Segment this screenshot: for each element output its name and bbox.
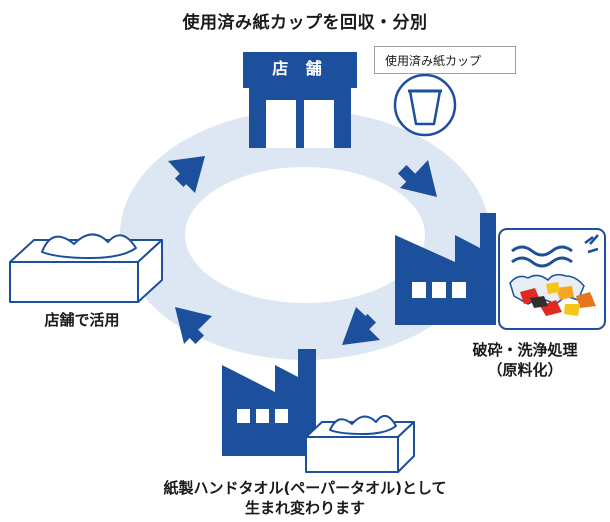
crush-stage-line2: （原料化） [487,361,563,379]
towel-stage-line1: 紙製ハンドタオル(ペーパータオル)として [163,479,447,497]
cup-icon [393,73,457,137]
crushed-paper-icon [498,228,606,330]
factory-icon [395,213,496,325]
reuse-stage-label: 店舗で活用 [12,310,152,330]
towel-stage-label: 紙製ハンドタオル(ペーパータオル)として 生まれ変わります [110,478,500,518]
reuse-stage-line1: 店舗で活用 [44,311,120,329]
store-icon [243,52,357,148]
diagram-title: 使用済み紙カップを回収・分別 [182,13,428,33]
store-sign: 店 舗 [272,59,328,78]
cup-label: 使用済み紙カップ [374,46,516,74]
crush-stage-line1: 破砕・洗浄処理 [472,341,578,359]
tissue-box-icon-2 [9,233,163,303]
towel-stage-line2: 生まれ変わります [244,499,365,517]
factory-icon-2 [222,349,316,456]
tissue-box-icon [305,415,415,473]
crush-stage-label: 破砕・洗浄処理 （原料化） [440,340,610,380]
